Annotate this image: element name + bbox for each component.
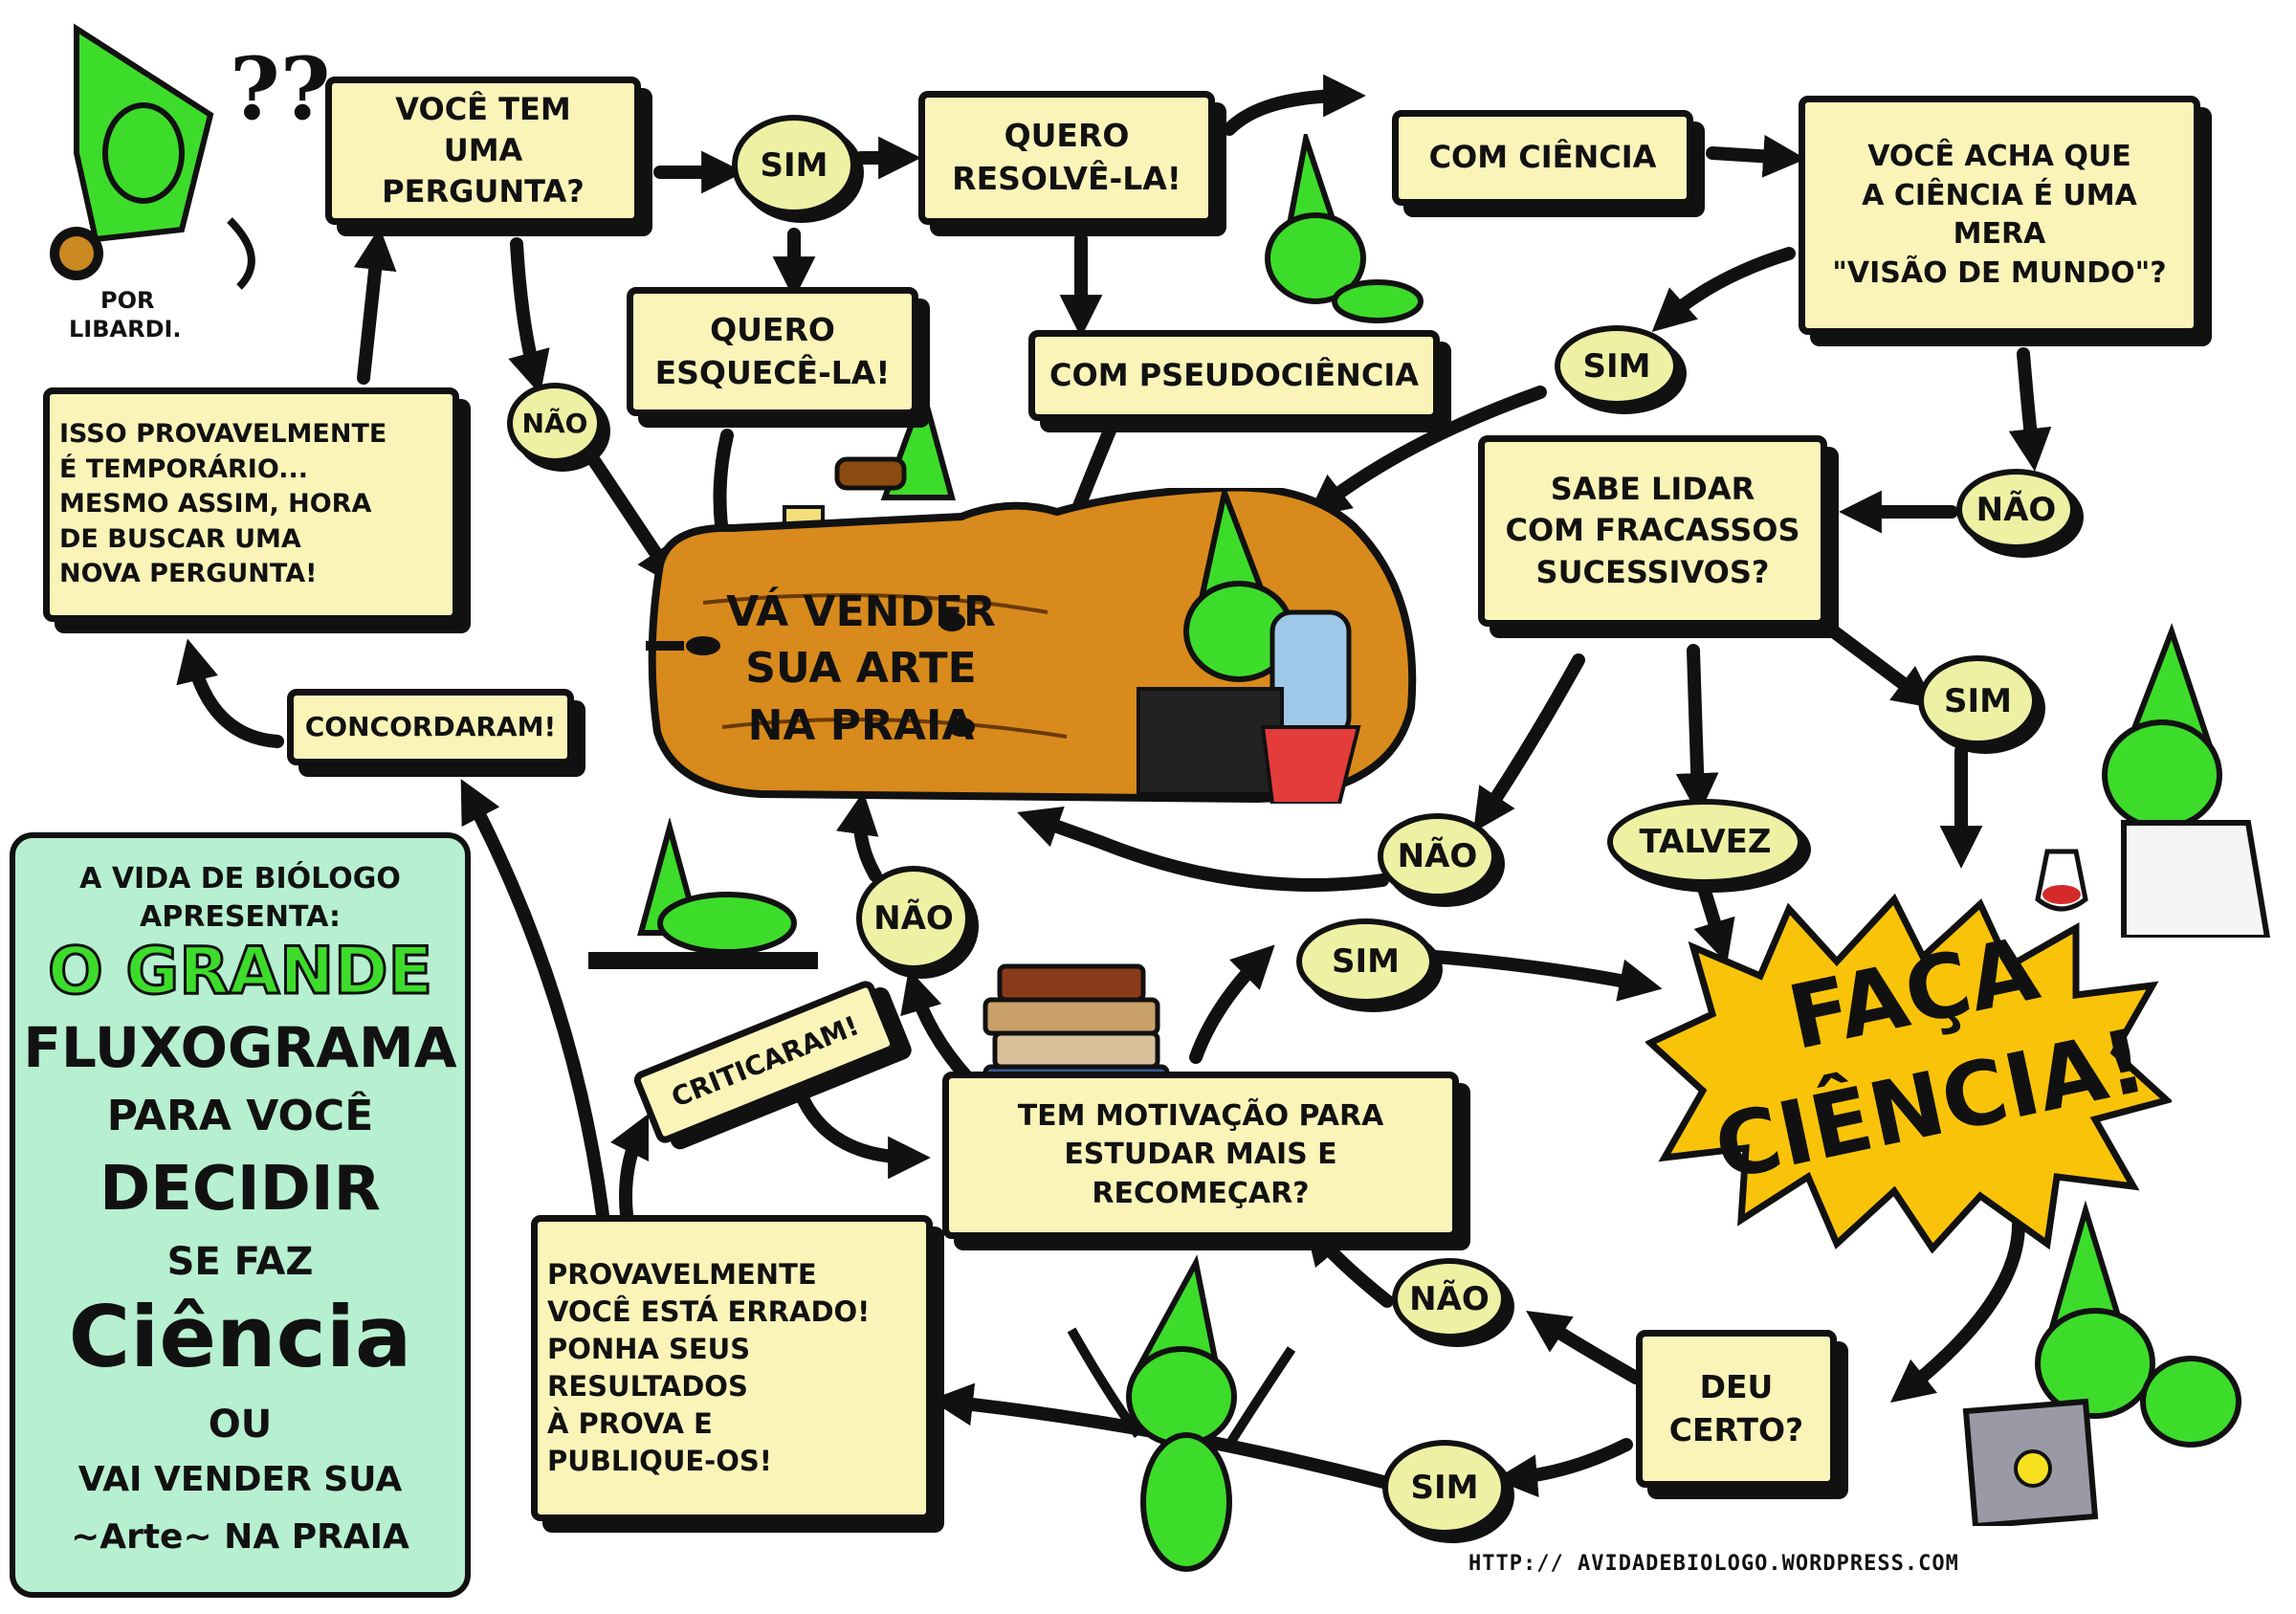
title-line-2: APRESENTA: — [140, 900, 341, 934]
answer-sim-pergunta[interactable]: SIM — [732, 115, 856, 215]
arrow-nao5-vender — [836, 791, 882, 882]
arrow-deucerto-sim — [1494, 1438, 1633, 1498]
title-line-6: DECIDIR — [99, 1154, 381, 1225]
arrow-errado-concordaram — [460, 779, 609, 1222]
node-errado[interactable]: PROVAVELMENTE VOCÊ ESTÁ ERRADO! PONHA SE… — [531, 1215, 933, 1521]
lizard-shaking-icon — [1215, 134, 1424, 323]
node-temporario[interactable]: ISSO PROVAVELMENTE É TEMPORÁRIO... MESMO… — [43, 387, 459, 622]
arrow-fracassos-sim — [1821, 620, 1937, 709]
arrow-motivacao-sim — [1189, 944, 1275, 1064]
source-url[interactable]: HTTP:// AVIDADEBIOLOGO.WORDPRESS.COM — [1468, 1552, 1959, 1576]
arrow-temporario-pergunta — [353, 227, 397, 385]
node-com-ciencia[interactable]: COM CIÊNCIA — [1392, 110, 1693, 206]
lizard-scientist-icon — [2035, 623, 2271, 938]
node-visao-de-mundo[interactable]: VOCÊ ACHA QUE A CIÊNCIA É UMA MERA "VISÃ… — [1799, 96, 2200, 335]
arrow-talvez-faca — [1693, 878, 1735, 964]
title-line-1: A VIDA DE BIÓLOGO — [79, 862, 401, 895]
title-line-3: O GRANDE — [46, 933, 433, 1011]
credit-author: LIBARDI. — [69, 316, 182, 343]
lizard-thinking-icon — [50, 23, 255, 290]
answer-talvez[interactable]: TALVEZ — [1607, 799, 1803, 885]
node-deu-certo[interactable]: DEU CERTO? — [1636, 1330, 1837, 1488]
node-concordaram[interactable]: CONCORDARAM! — [287, 689, 574, 765]
answer-sim-visao[interactable]: SIM — [1555, 325, 1679, 407]
arrow-errado-criticaram — [609, 1113, 650, 1222]
arrow-resolver-ciencia — [1223, 74, 1366, 136]
answer-nao-pergunta[interactable]: NÃO — [507, 383, 603, 464]
arrow-deucerto-nao — [1526, 1311, 1643, 1384]
answer-nao-motivacao[interactable]: NÃO — [856, 866, 971, 971]
arrow-visao-nao — [2008, 347, 2052, 472]
title-line-8: Ciência — [68, 1288, 412, 1386]
title-panel: A VIDA DE BIÓLOGO APRESENTA: O GRANDE FL… — [10, 832, 471, 1598]
lizard-dancing-icon — [1067, 1254, 1296, 1572]
node-esquecer[interactable]: QUERO ESQUECÊ-LA! — [627, 287, 918, 416]
arrow-sim2-vender — [1306, 386, 1547, 518]
question-marks: ?? — [230, 38, 331, 140]
arrow-concordaram-temporario — [176, 638, 284, 748]
arrow-nao4-motivacao — [1304, 1221, 1394, 1308]
node-motivacao[interactable]: TEM MOTIVAÇÃO PARA ESTUDAR MAIS E RECOME… — [942, 1072, 1459, 1239]
lizard-fallen-icon — [588, 818, 818, 969]
answer-sim-deucerto[interactable]: SIM — [1382, 1440, 1507, 1536]
arrow-fracassos-nao — [1473, 653, 1585, 832]
title-line-4: FLUXOGRAMA — [23, 1015, 457, 1080]
arrow-sim5-faca — [1428, 950, 1663, 1002]
title-line-7: SE FAZ — [166, 1240, 314, 1284]
answer-nao-deucerto[interactable]: NÃO — [1392, 1258, 1507, 1339]
lizard-laptop-icon — [1962, 1201, 2241, 1526]
arrow-criticaram-motivacao — [797, 1094, 931, 1180]
arrow-fracassos-talvez — [1675, 644, 1719, 816]
title-line-11: ~Arte~ NA PRAIA — [71, 1517, 409, 1557]
arrow-nao3-vender — [1017, 806, 1389, 892]
title-line-9: OU — [208, 1403, 273, 1447]
arrow-faca-deucerto — [1889, 1218, 2025, 1404]
node-fracassos[interactable]: SABE LIDAR COM FRACASSOS SUCESSIVOS? — [1478, 435, 1827, 627]
arrow-visao-sim — [1651, 247, 1796, 332]
answer-nao-visao[interactable]: NÃO — [1956, 469, 2076, 550]
arrow-motivacao-nao — [900, 968, 973, 1083]
answer-nao-fracassos[interactable]: NÃO — [1378, 813, 1497, 899]
node-vender-arte[interactable]: VÁ VENDER SUA ARTE NA PRAIA — [726, 587, 996, 750]
node-pergunta[interactable]: VOCÊ TEM UMA PERGUNTA? — [325, 77, 641, 225]
arrow-ciencia-visao — [1706, 134, 1806, 178]
credit-por: POR — [100, 287, 155, 314]
arrow-pergunta-nao — [508, 237, 550, 395]
title-line-10: VAI VENDER SUA — [77, 1460, 403, 1499]
title-line-5: PARA VOCÊ — [106, 1092, 374, 1140]
answer-sim-motivacao[interactable]: SIM — [1296, 918, 1435, 1005]
lizard-artist-icon — [1137, 488, 1361, 804]
answer-sim-fracassos[interactable]: SIM — [1918, 655, 2038, 746]
faca-ciencia-burst — [1645, 893, 2172, 1253]
node-resolver[interactable]: QUERO RESOLVÊ-LA! — [918, 91, 1215, 225]
node-com-pseudociencia[interactable]: COM PSEUDOCIÊNCIA — [1028, 330, 1440, 421]
